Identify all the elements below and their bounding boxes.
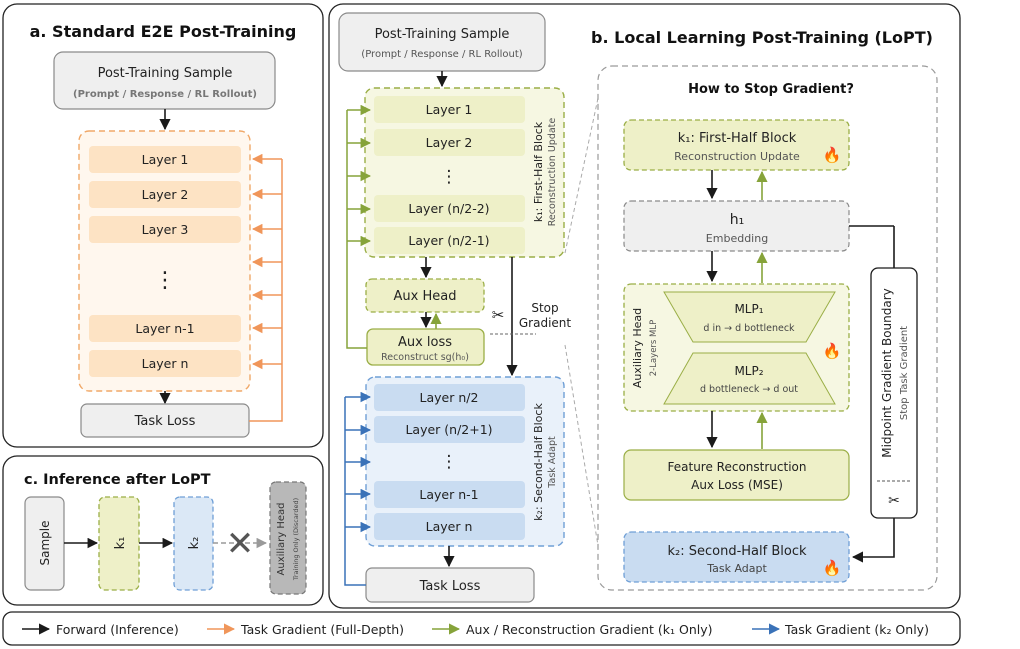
d-k2-sub: Task Adapt (706, 562, 767, 575)
d-h1-box (623, 200, 850, 252)
b-k2-layer-n (374, 513, 525, 540)
b-sample-box (338, 12, 546, 72)
d-mlp1-shape (663, 291, 836, 343)
c-aux-head-title: Auxiliary Head (276, 503, 287, 576)
d-boundary-scissors-icon: ✂ (888, 493, 900, 509)
a-layer-3-label: Layer 3 (142, 222, 189, 237)
a-layer-ellipsis: ⋮ (154, 268, 176, 293)
b-k2-block-label: k₂: Second-Half Block (532, 403, 545, 521)
panel-b-title: b. Local Learning Post-Training (LoPT) (591, 28, 933, 47)
d-k1-sub: Reconstruction Update (674, 150, 800, 163)
b-aux-loss-label: Aux loss (398, 335, 452, 350)
d-feature-loss-box (623, 449, 850, 501)
d-h1-title: h₁ (730, 212, 745, 228)
b-k2-layer-n-1 (374, 481, 525, 508)
c-k1-label: k₁ (113, 537, 128, 550)
d-k2-fire-icon: 🔥 (823, 559, 842, 577)
d-aux-head-label: Auxiliary Head (631, 308, 644, 388)
d-boundary-line2: Stop Task Gradient (899, 326, 910, 420)
d-aux-fire-icon: 🔥 (823, 342, 842, 360)
a-layer-1-label: Layer 1 (142, 152, 189, 167)
a-layer-2-label: Layer 2 (142, 187, 189, 202)
panel-b: b. Local Learning Post-Training (LoPT) P… (328, 3, 961, 609)
c-discard-cross: ✕ (226, 524, 255, 564)
b-scissors-icon: ✂ (492, 306, 505, 324)
b-aux-gradient-arrows (346, 104, 372, 349)
b-k2-layer-n-label: Layer n (426, 519, 473, 534)
b-k2-layer-n2 (374, 384, 525, 411)
b-k1-layer-1-label: Layer 1 (426, 102, 473, 117)
b-k1-block-sub: Reconstruction Update (547, 118, 558, 227)
b-aux-loss-sub: Reconstruct sg(h₀) (381, 352, 469, 363)
d-mlp2-title: MLP₂ (734, 364, 763, 378)
c-k2-label: k₂ (187, 537, 202, 550)
d-mlp1-sub: d in → d bottleneck (703, 323, 795, 334)
d-k2-box (623, 531, 850, 583)
b-k2-layer-n2-label: Layer n/2 (420, 390, 479, 405)
a-layer-n-1 (89, 315, 241, 342)
d-aux-head-sub: 2-Layers MLP (649, 320, 659, 377)
b-k2-layer-n2p1 (374, 416, 525, 443)
b-aux-head-box (365, 278, 485, 313)
b-stop-label-2: Gradient (519, 316, 572, 330)
d-boundary-line1: Midpoint Gradient Boundary (880, 288, 894, 458)
a-layer-3 (89, 216, 241, 243)
c-sample-label: Sample (38, 521, 52, 566)
b-aux-head-label: Aux Head (394, 289, 457, 304)
a-layer-n-1-label: Layer n-1 (135, 321, 194, 336)
b-k1-layer-1 (374, 96, 525, 123)
d-mlp2-shape (663, 352, 836, 405)
b-k1-layer-2 (374, 129, 525, 156)
d-k1-fire-icon: 🔥 (823, 146, 842, 164)
panel-c-title: c. Inference after LoPT (24, 472, 211, 488)
b-k1-block-label: k₁: First-Half Block (532, 121, 545, 222)
d-k1-title: k₁: First-Half Block (678, 131, 797, 146)
d-h1-sub: Embedding (706, 232, 768, 245)
b-task-loss-label: Task Loss (419, 579, 481, 594)
legend-aux: Aux / Reconstruction Gradient (k₁ Only) (466, 622, 713, 637)
b-k1-layer-2-label: Layer 2 (426, 135, 473, 150)
legend-task-k2: Task Gradient (k₂ Only) (784, 622, 929, 637)
c-aux-head-sub: Training Only (Discarded) (292, 498, 300, 581)
b-task-gradient-arrows (344, 391, 372, 586)
b-k2-layer-n2p1-label: Layer (n/2+1) (405, 422, 492, 437)
a-sample-sub: (Prompt / Response / RL Rollout) (73, 89, 257, 100)
b-sample-title: Post-Training Sample (375, 27, 510, 42)
b-k1-layer-n2-1 (374, 227, 525, 254)
panel-a: a. Standard E2E Post-Training Post-Train… (2, 3, 324, 448)
a-layer-n (89, 350, 241, 377)
c-k1-box (98, 496, 140, 591)
b-k1-ellipsis: ⋮ (441, 167, 458, 187)
b-k2-layer-n-1-label: Layer n-1 (419, 487, 478, 502)
a-layer-2 (89, 181, 241, 208)
detail-title: How to Stop Gradient? (688, 82, 854, 97)
b-sample-sub: (Prompt / Response / RL Rollout) (361, 49, 523, 60)
b-aux-loss-box (366, 328, 485, 366)
b-k2-block-sub: Task Adapt (547, 436, 558, 489)
a-layer-1 (89, 146, 241, 173)
d-k2-title: k₂: Second-Half Block (667, 544, 806, 559)
b-k1-layer-n2-1-label: Layer (n/2-1) (408, 233, 489, 248)
d-feature-loss-line1: Feature Reconstruction (668, 460, 807, 474)
a-task-gradient-arrows (249, 153, 283, 422)
legend-task-full: Task Gradient (Full-Depth) (240, 622, 404, 637)
a-sample-title: Post-Training Sample (98, 66, 233, 81)
panel-a-title: a. Standard E2E Post-Training (30, 22, 297, 41)
b-k1-layer-n2-2 (374, 195, 525, 222)
legend: Forward (Inference) Task Gradient (Full-… (2, 611, 961, 646)
d-feature-loss-line2: Aux Loss (MSE) (691, 478, 783, 492)
a-task-loss-label: Task Loss (134, 414, 196, 429)
d-mlp1-title: MLP₁ (734, 302, 763, 316)
legend-forward: Forward (Inference) (56, 622, 179, 637)
d-k1-box (623, 119, 850, 171)
b-k1-layer-n2-2-label: Layer (n/2-2) (408, 201, 489, 216)
panel-c: c. Inference after LoPT Sample k₁ k₂ ✕ A… (2, 455, 324, 606)
d-mlp2-sub: d bottleneck → d out (700, 384, 798, 395)
a-layer-n-label: Layer n (142, 356, 189, 371)
b-stop-label-1: Stop (531, 301, 558, 315)
c-aux-head-box (269, 481, 307, 595)
b-k2-ellipsis: ⋮ (441, 452, 458, 472)
